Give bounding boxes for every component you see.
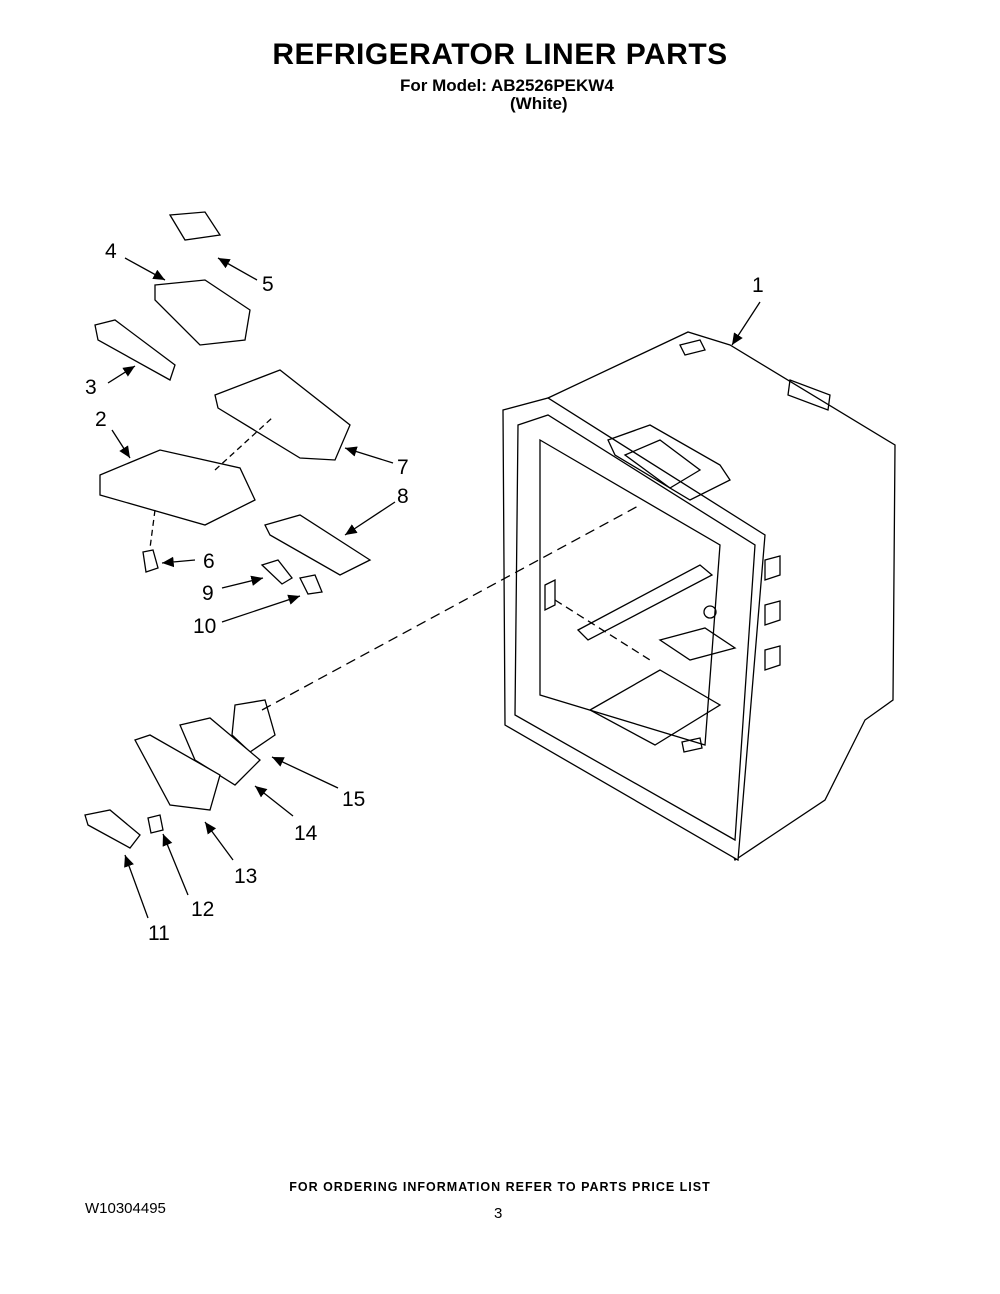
document-number: W10304495 — [85, 1200, 166, 1217]
part-9 — [260, 559, 293, 585]
part-2 — [99, 449, 256, 526]
part-13 — [134, 734, 221, 811]
part-6 — [142, 549, 159, 573]
callout-5: 5 — [262, 273, 274, 296]
callout-8: 8 — [397, 485, 409, 508]
callout-2: 2 — [95, 408, 107, 431]
callout-9: 9 — [202, 582, 214, 605]
callout-7: 7 — [397, 456, 409, 479]
part-15 — [231, 699, 276, 753]
callout-1: 1 — [752, 274, 764, 297]
page-number: 3 — [494, 1205, 503, 1222]
part-8 — [264, 514, 372, 576]
callout-6: 6 — [203, 550, 215, 573]
callout-11: 11 — [148, 922, 170, 945]
part-11 — [84, 809, 141, 849]
callout-10: 10 — [193, 615, 217, 638]
part-14 — [179, 717, 261, 786]
callout-13: 13 — [234, 865, 258, 888]
callout-12: 12 — [191, 898, 215, 921]
part-7 — [214, 369, 351, 461]
page-title: REFRIGERATOR LINER PARTS — [272, 38, 728, 71]
ordering-note: FOR ORDERING INFORMATION REFER TO PARTS … — [289, 1180, 711, 1194]
liner-part-1 — [502, 331, 896, 862]
part-10 — [299, 574, 323, 595]
part-3 — [94, 319, 176, 381]
part-4 — [154, 279, 251, 346]
color-line: (White) — [510, 94, 568, 113]
part-12 — [147, 814, 164, 834]
callout-15: 15 — [342, 788, 366, 811]
part-5 — [168, 211, 222, 241]
callout-3: 3 — [85, 376, 97, 399]
model-line: For Model: AB2526PEKW4 — [400, 76, 614, 95]
callout-14: 14 — [294, 822, 318, 845]
callout-4: 4 — [105, 240, 117, 263]
